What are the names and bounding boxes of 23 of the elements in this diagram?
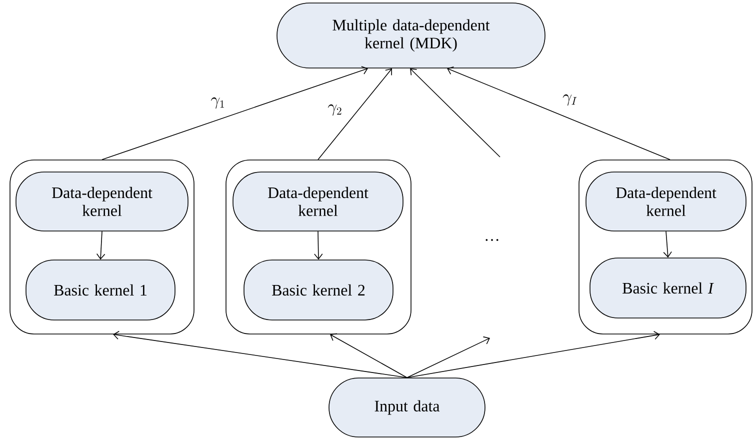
- edge-label: $\gamma_1$: [210, 96, 226, 110]
- kernel-box: Data-dependent kernel: [232, 172, 404, 232]
- arrow: [330, 333, 408, 378]
- arrow: [318, 68, 392, 160]
- ellipsis: …: [486, 239, 498, 241]
- kernel-box: Data-dependent kernel: [586, 172, 746, 232]
- edge-label: $\gamma_I$: [562, 94, 578, 106]
- arrow: [410, 68, 500, 158]
- edge-label: $\gamma_2$: [326, 104, 344, 116]
- arrow: [113, 330, 408, 378]
- arrow: [406, 336, 490, 378]
- kernel-box: Data-dependent kernel: [16, 172, 188, 232]
- arrow: [406, 331, 660, 378]
- kernel-box: Basic kernel 1: [26, 260, 176, 320]
- kernel-box: Basic kernel 2: [244, 260, 394, 320]
- input-box: Input data: [328, 378, 486, 438]
- kernel-box: Basic kernel I: [590, 258, 746, 318]
- kernel-box: Multiple data-dependent kernel (MDK): [276, 2, 546, 68]
- arrow: [447, 66, 670, 160]
- arrow: [663, 231, 672, 258]
- arrow: [314, 231, 323, 260]
- arrow: [102, 66, 368, 160]
- arrow: [96, 231, 106, 260]
